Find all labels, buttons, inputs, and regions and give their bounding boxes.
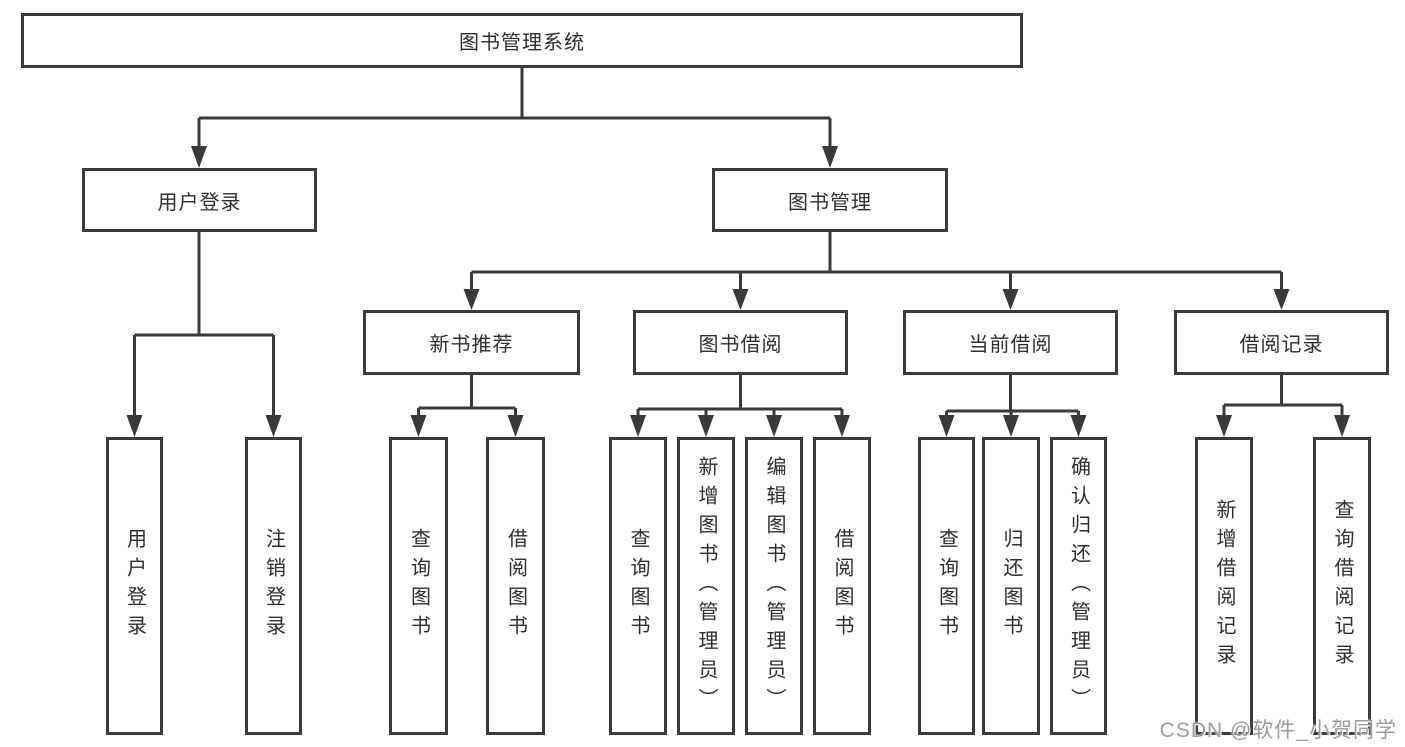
node-library-system-label: 图书管理系统	[459, 32, 585, 54]
node-book-management: 图书管理	[712, 168, 948, 232]
leaf-add-books-admin: 新增图书（管理员）	[677, 437, 735, 735]
leaf-query-borrow-record-label: 查询借阅记录	[1331, 499, 1353, 673]
csdn-watermark: CSDN @软件_小贺同学	[1159, 719, 1397, 742]
node-new-book-recommend-label: 新书推荐	[429, 334, 514, 356]
leaf-confirm-return-admin-label: 确认归还（管理员）	[1067, 455, 1090, 717]
leaf-query-borrow-record: 查询借阅记录	[1313, 437, 1371, 735]
leaf-current-query-books: 查询图书	[918, 437, 975, 735]
node-library-system: 图书管理系统	[21, 13, 1023, 68]
leaf-confirm-return-admin: 确认归还（管理员）	[1050, 437, 1107, 735]
leaf-borrow-books: 借阅图书	[813, 437, 871, 735]
node-user-login-label: 用户登录	[157, 191, 242, 214]
leaf-borrow-books-label: 借阅图书	[831, 528, 853, 644]
leaf-return-books-label: 归还图书	[1000, 528, 1022, 644]
leaf-add-borrow-record: 新增借阅记录	[1195, 437, 1253, 735]
node-book-management-label: 图书管理	[788, 191, 872, 214]
leaf-user-login: 用户登录	[106, 437, 163, 735]
node-borrow-records-label: 借阅记录	[1239, 334, 1324, 356]
node-current-borrow: 当前借阅	[903, 310, 1118, 375]
leaf-current-query-books-label: 查询图书	[935, 528, 958, 644]
leaf-add-books-admin-label: 新增图书（管理员）	[695, 455, 717, 717]
leaf-edit-books-admin: 编辑图书（管理员）	[745, 437, 803, 735]
leaf-logout-label: 注销登录	[262, 528, 285, 644]
node-book-borrow: 图书借阅	[633, 310, 848, 375]
leaf-user-login-label: 用户登录	[123, 528, 146, 644]
leaf-edit-books-admin-label: 编辑图书（管理员）	[763, 455, 785, 717]
node-borrow-records: 借阅记录	[1174, 310, 1389, 375]
node-new-book-recommend: 新书推荐	[363, 310, 580, 375]
leaf-return-books: 归还图书	[982, 437, 1040, 735]
leaf-add-borrow-record-label: 新增借阅记录	[1213, 499, 1235, 673]
leaf-recommend-query-books: 查询图书	[389, 437, 448, 735]
leaf-recommend-borrow-books: 借阅图书	[486, 437, 545, 735]
leaf-borrow-query-books-label: 查询图书	[627, 528, 649, 644]
leaf-borrow-query-books: 查询图书	[609, 437, 667, 735]
leaf-recommend-borrow-books-label: 借阅图书	[504, 528, 527, 644]
leaf-logout: 注销登录	[245, 437, 302, 735]
node-user-login: 用户登录	[82, 168, 317, 232]
node-current-borrow-label: 当前借阅	[968, 334, 1053, 356]
node-book-borrow-label: 图书借阅	[698, 334, 783, 356]
leaf-recommend-query-books-label: 查询图书	[407, 528, 430, 644]
